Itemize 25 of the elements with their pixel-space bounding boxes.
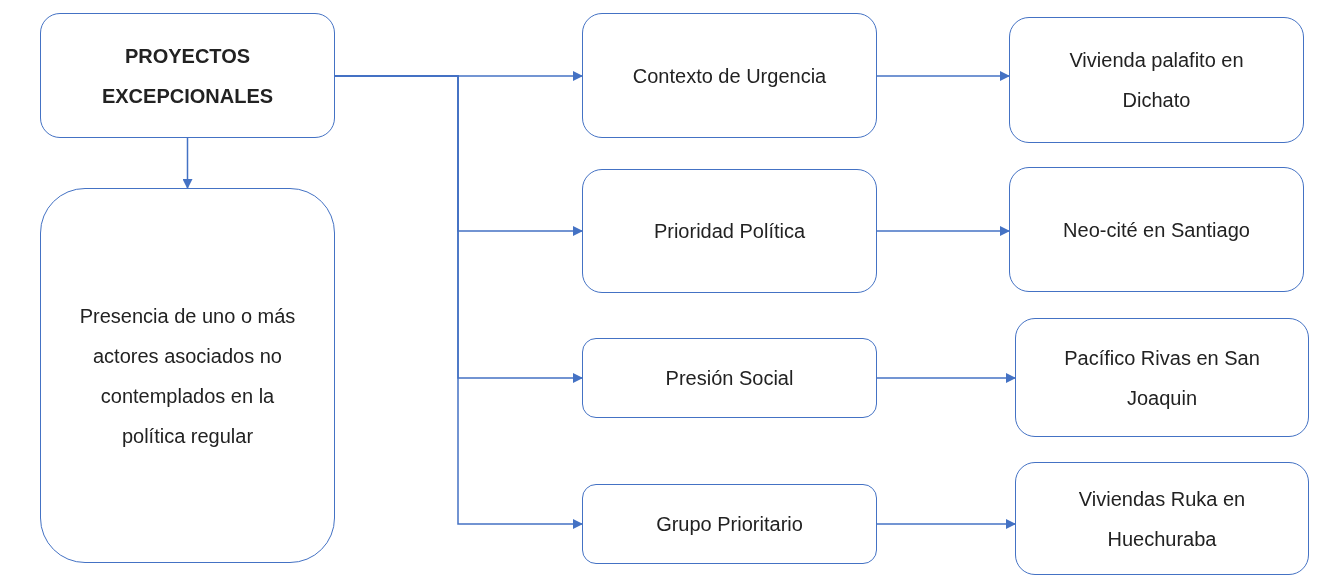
box-text: Prioridad Política xyxy=(653,219,806,244)
box-text: Presión Social xyxy=(665,366,794,391)
box-text: Vivienda palafito en Dichato xyxy=(1068,48,1245,113)
process-box xyxy=(1009,167,1304,292)
process-box xyxy=(40,13,335,138)
process-box xyxy=(582,13,877,138)
process-box xyxy=(582,484,877,564)
process-box xyxy=(1015,318,1309,437)
arrow xyxy=(876,519,1016,529)
box-text: PROYECTOS EXCEPCIONALES xyxy=(100,43,275,109)
box-text: Viviendas Ruka en Huechuraba xyxy=(1077,486,1247,552)
process-box xyxy=(1009,17,1304,143)
arrow xyxy=(876,71,1010,81)
process-box xyxy=(40,188,335,563)
box-text: Pacífico Rivas en San Joaquin xyxy=(1063,345,1261,411)
arrow xyxy=(876,373,1016,383)
box-text: Contexto de Urgencia xyxy=(632,63,827,89)
arrow xyxy=(876,226,1010,236)
box-text: Neo-cité en Santiago xyxy=(1063,217,1250,243)
box-text: Presencia de uno o más actores asociados no contemplados en la política regular xyxy=(78,303,297,449)
process-box xyxy=(582,338,877,418)
arrow xyxy=(182,137,193,189)
box-text: Grupo Prioritario xyxy=(656,512,803,537)
process-box xyxy=(582,169,877,293)
process-box xyxy=(1015,462,1309,575)
